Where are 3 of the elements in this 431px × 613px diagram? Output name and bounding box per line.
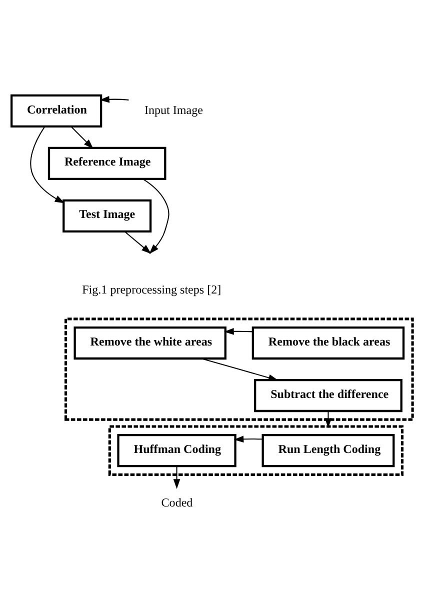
label: Fig.1 preprocessing steps [2] [82,282,222,296]
node-text: Coded [161,494,193,509]
node-text: Input Image [144,102,203,117]
